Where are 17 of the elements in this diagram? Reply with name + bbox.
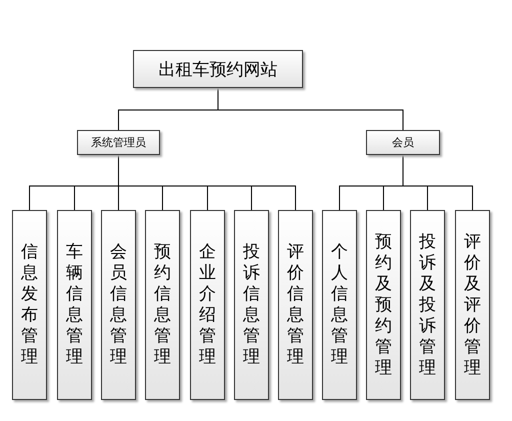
- module-box: 评价信息管理: [278, 210, 313, 400]
- module-box: 投诉信息管理: [234, 210, 269, 400]
- module-box: 企业介绍管理: [190, 210, 225, 400]
- module-box: 车辆信息管理: [57, 210, 92, 400]
- module-box: 个人信息管理: [322, 210, 357, 400]
- module-box: 评价及评价管理: [455, 210, 490, 400]
- module-box: 会员信息管理: [101, 210, 136, 400]
- module-box: 预约及预约管理: [366, 210, 401, 400]
- connector-line: [218, 88, 404, 130]
- role-box: 系统管理员: [77, 130, 160, 155]
- connector-line: [118, 154, 296, 210]
- connector-line: [402, 154, 473, 210]
- title-box: 出租车预约网站: [133, 50, 303, 88]
- module-box: 投诉及投诉管理: [410, 210, 445, 400]
- module-box: 信息发布管理: [12, 210, 47, 400]
- role-box: 会员: [366, 130, 440, 155]
- module-box: 预约信息管理: [145, 210, 180, 400]
